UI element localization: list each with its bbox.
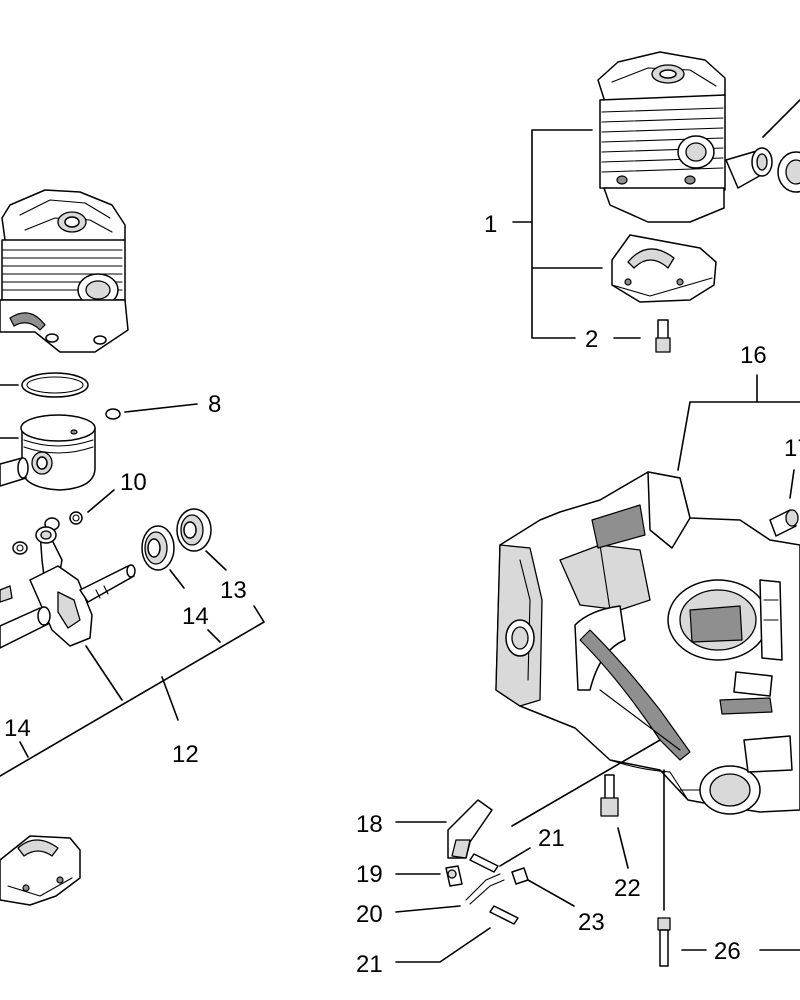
cylinder-crankcase-half — [611, 234, 717, 303]
part-18 — [447, 799, 493, 859]
circlip — [105, 408, 121, 420]
crankcase — [495, 471, 800, 815]
callout-19: 19 — [356, 861, 383, 888]
leader-14a — [169, 569, 185, 589]
leader-22 — [617, 827, 629, 869]
intake-boot — [725, 147, 773, 189]
leader-20 — [395, 905, 461, 913]
leader-17 — [789, 469, 795, 499]
piston — [20, 414, 96, 491]
piston-ring — [21, 372, 89, 398]
callout-8: 8 — [208, 391, 221, 418]
callout-21-lower: 21 — [356, 951, 383, 978]
callout-17: 17 — [784, 435, 800, 462]
pin-21-upper — [469, 853, 499, 873]
left-crankcase-half — [0, 835, 81, 906]
leader-cylinder-top-right — [762, 99, 800, 138]
callout-16: 16 — [740, 342, 767, 369]
callout-2: 2 — [585, 326, 598, 353]
callout-10: 10 — [120, 469, 147, 496]
crankshaft-assembly — [0, 517, 136, 649]
callout-22: 22 — [614, 875, 641, 902]
callout-14-right: 14 — [182, 603, 209, 630]
leader-21-lower — [395, 927, 491, 963]
leader-23 — [527, 879, 575, 907]
callout-21-upper: 21 — [538, 825, 565, 852]
oil-seal — [176, 508, 212, 552]
pin-21-lower — [489, 905, 519, 925]
leader-8 — [124, 403, 198, 413]
callout-1: 1 — [484, 211, 497, 238]
left-cylinder-drawing — [0, 189, 129, 353]
cylinder-assembly — [597, 51, 726, 223]
part-19 — [445, 865, 463, 887]
bolt-22 — [600, 774, 619, 817]
callout-13: 13 — [220, 577, 247, 604]
leader-13 — [205, 550, 227, 571]
ball-bearing — [141, 525, 175, 571]
cylinder-bolt — [655, 319, 671, 353]
bolt-17 — [769, 509, 799, 537]
leader-21-upper — [499, 847, 531, 867]
bracket-16 — [677, 374, 800, 471]
callout-26: 26 — [714, 938, 741, 965]
needle-bearing — [69, 511, 83, 525]
callout-18: 18 — [356, 811, 383, 838]
leader-10 — [87, 489, 115, 513]
bracket-12 — [0, 605, 265, 777]
callout-20: 20 — [356, 901, 383, 928]
callout-12: 12 — [172, 741, 199, 768]
part-20 — [465, 873, 505, 905]
bracket-1 — [512, 129, 603, 339]
callout-23: 23 — [578, 909, 605, 936]
piston-pin — [0, 457, 29, 487]
part-23 — [511, 867, 529, 885]
leader-18-to-case — [511, 739, 661, 827]
bolt-26 — [657, 917, 671, 967]
intake-flange — [777, 151, 800, 193]
callout-14-left: 14 — [4, 715, 31, 742]
